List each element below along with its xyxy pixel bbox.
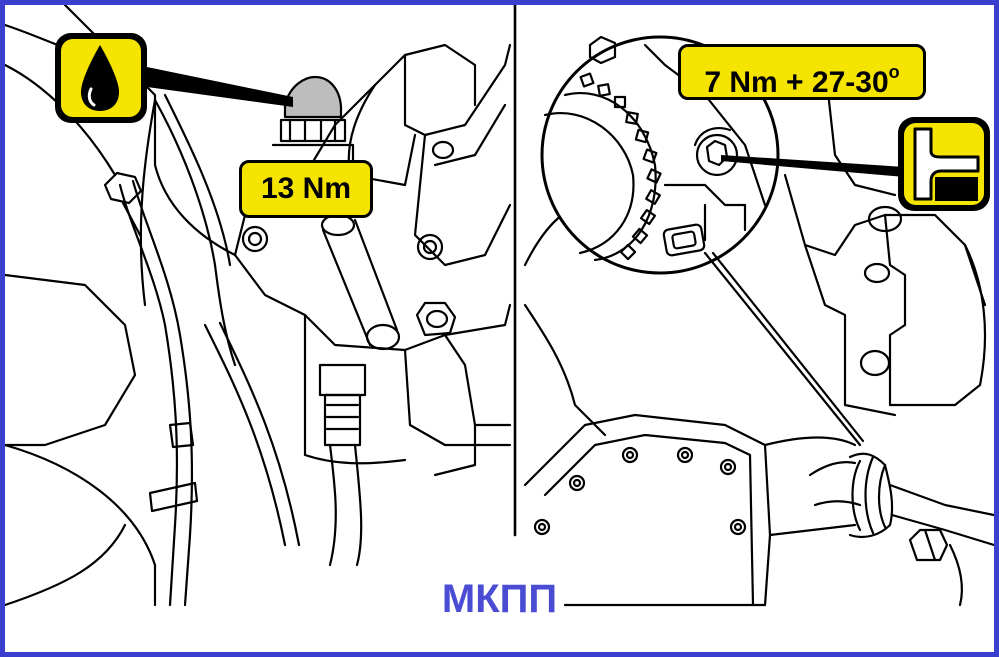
oil-drop-icon (55, 33, 147, 123)
torque-label-7nm-text: 7 Nm + 27-30 (704, 66, 889, 99)
left-panel-drawing (5, 5, 512, 607)
torque-label-degree: o (888, 62, 900, 82)
oil-pointer (147, 67, 293, 107)
right-panel-drawing (523, 35, 994, 607)
torque-label-13nm-text: 13 Nm (260, 172, 352, 205)
transmission-caption: МКПП (441, 577, 558, 621)
torque-label-7nm: 7 Nm + 27-30o (678, 44, 926, 100)
drain-level-icon (898, 117, 990, 211)
gearbox-illustration (5, 5, 994, 607)
drain-pointer (721, 155, 905, 177)
torque-label-13nm: 13 Nm (239, 160, 373, 218)
